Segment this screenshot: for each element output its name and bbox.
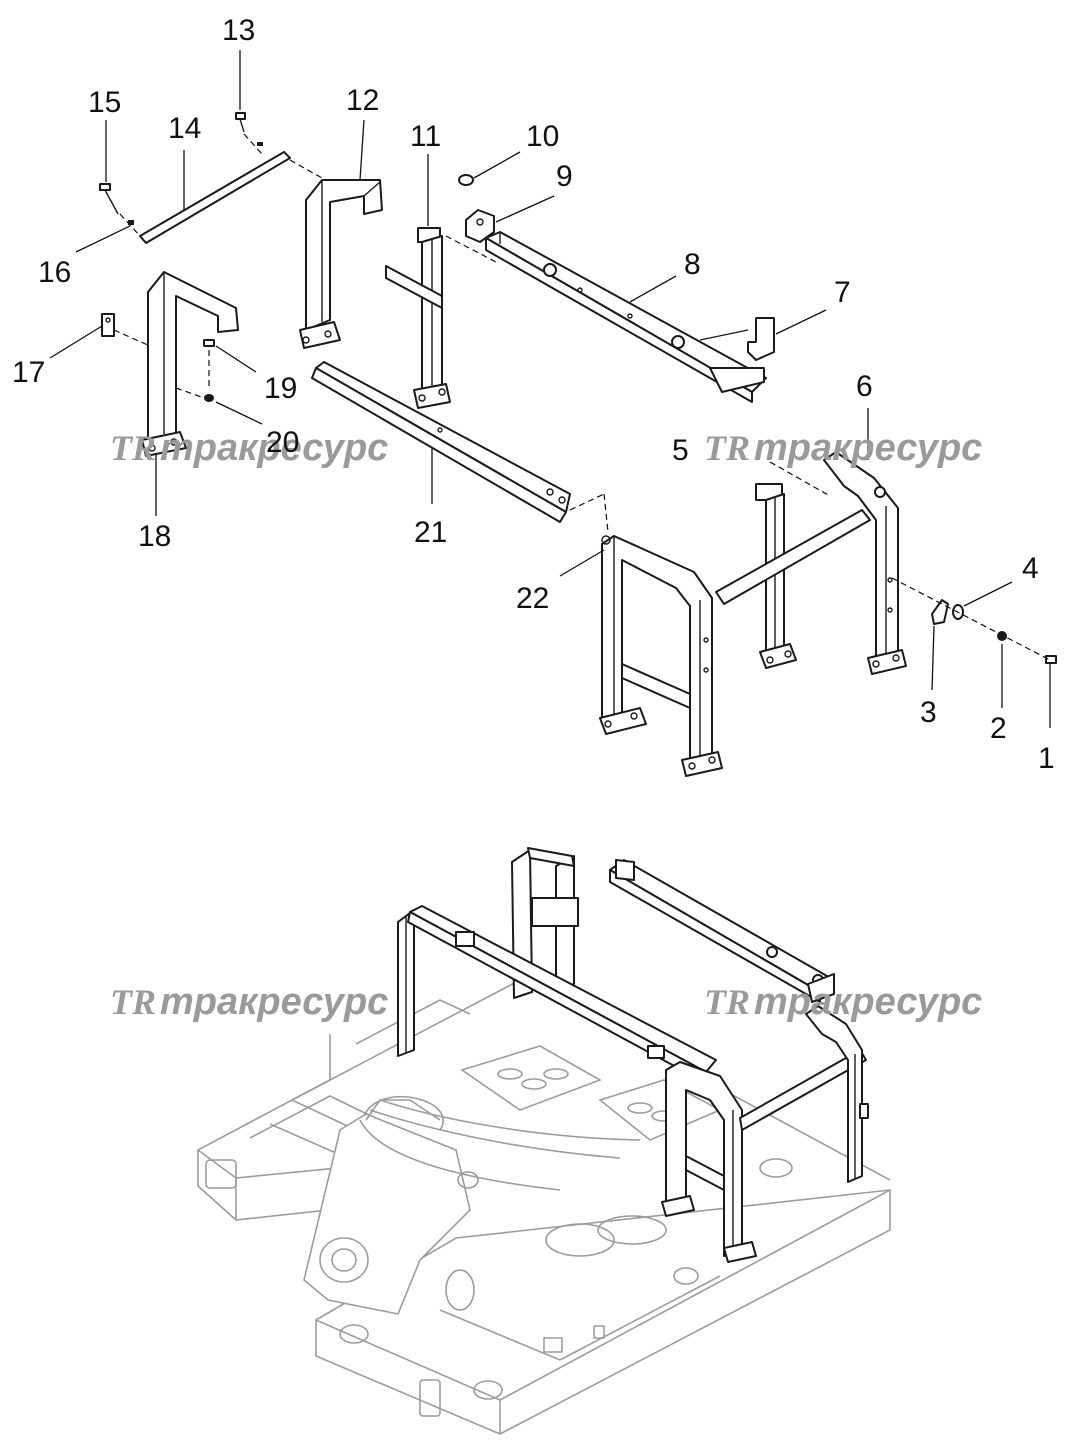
part-17-clip xyxy=(101,313,151,347)
svg-text:тракресурс: тракресурс xyxy=(754,427,982,469)
callout-12: 12 xyxy=(346,84,379,117)
watermark-4: TR тракресурс xyxy=(704,981,982,1023)
part-10-washer xyxy=(458,174,474,186)
part-15-bolt xyxy=(99,183,119,215)
part-6-frame xyxy=(823,451,907,675)
callout-11: 11 xyxy=(410,120,441,153)
callout-10: 10 xyxy=(526,120,559,153)
watermark-3: TR тракресурс xyxy=(110,981,388,1023)
callout-20: 20 xyxy=(266,426,299,459)
callout-4: 4 xyxy=(1022,552,1039,585)
part-22-frame xyxy=(599,535,723,777)
exploded-view xyxy=(49,50,1057,777)
callout-22: 22 xyxy=(516,582,549,615)
part-2-nut xyxy=(997,631,1007,641)
callout-9: 9 xyxy=(556,160,573,193)
part-9-bracket xyxy=(445,209,497,263)
leader-lines xyxy=(49,50,1051,728)
callout-19: 19 xyxy=(264,372,297,405)
callout-labels: 1 2 3 4 5 6 7 8 9 10 11 12 13 14 15 16 1… xyxy=(12,14,1055,775)
callout-15: 15 xyxy=(88,86,121,119)
part-5-post xyxy=(715,461,871,669)
svg-text:TR: TR xyxy=(110,982,156,1022)
part-11-post xyxy=(385,227,451,409)
svg-text:тракресурс: тракресурс xyxy=(160,427,388,469)
part-16-nut xyxy=(119,213,141,237)
callout-5: 5 xyxy=(672,434,689,467)
callout-17: 17 xyxy=(12,356,45,389)
part-18-post xyxy=(141,271,239,457)
callout-1: 1 xyxy=(1038,742,1055,775)
svg-text:тракресурс: тракресурс xyxy=(754,981,982,1023)
svg-text:тракресурс: тракресурс xyxy=(160,981,388,1023)
callout-14: 14 xyxy=(168,112,201,145)
callout-6: 6 xyxy=(856,370,873,403)
callout-18: 18 xyxy=(138,520,171,553)
part-20-nut xyxy=(204,394,214,402)
part-1-bolt xyxy=(1045,655,1057,664)
callout-8: 8 xyxy=(684,248,701,281)
part-14-rod xyxy=(139,151,323,244)
svg-text:TR: TR xyxy=(704,982,750,1022)
part-21-beam xyxy=(311,361,609,533)
callout-2: 2 xyxy=(990,712,1007,745)
callout-21: 21 xyxy=(414,516,447,549)
watermark-1: TR тракресурс xyxy=(110,427,388,469)
callout-13: 13 xyxy=(222,14,255,47)
part-19-bolt xyxy=(203,339,215,390)
watermarks: TR тракресурс TR тракресурс TR тракресур… xyxy=(110,427,982,1023)
assembled-view xyxy=(197,847,891,1435)
part-7-block xyxy=(699,317,775,361)
callout-7: 7 xyxy=(834,276,851,309)
cab-frame xyxy=(397,847,869,1263)
part-3-latch xyxy=(931,599,949,625)
callout-16: 16 xyxy=(38,256,71,289)
svg-text:TR: TR xyxy=(110,428,156,468)
callout-3: 3 xyxy=(920,696,937,729)
part-8-rail xyxy=(485,231,767,403)
boom-bracket xyxy=(303,1095,641,1315)
watermark-2: TR тракресурс xyxy=(704,427,982,469)
part-13-bolt xyxy=(235,112,263,155)
svg-text:TR: TR xyxy=(704,428,750,468)
part-12-post xyxy=(299,179,383,349)
